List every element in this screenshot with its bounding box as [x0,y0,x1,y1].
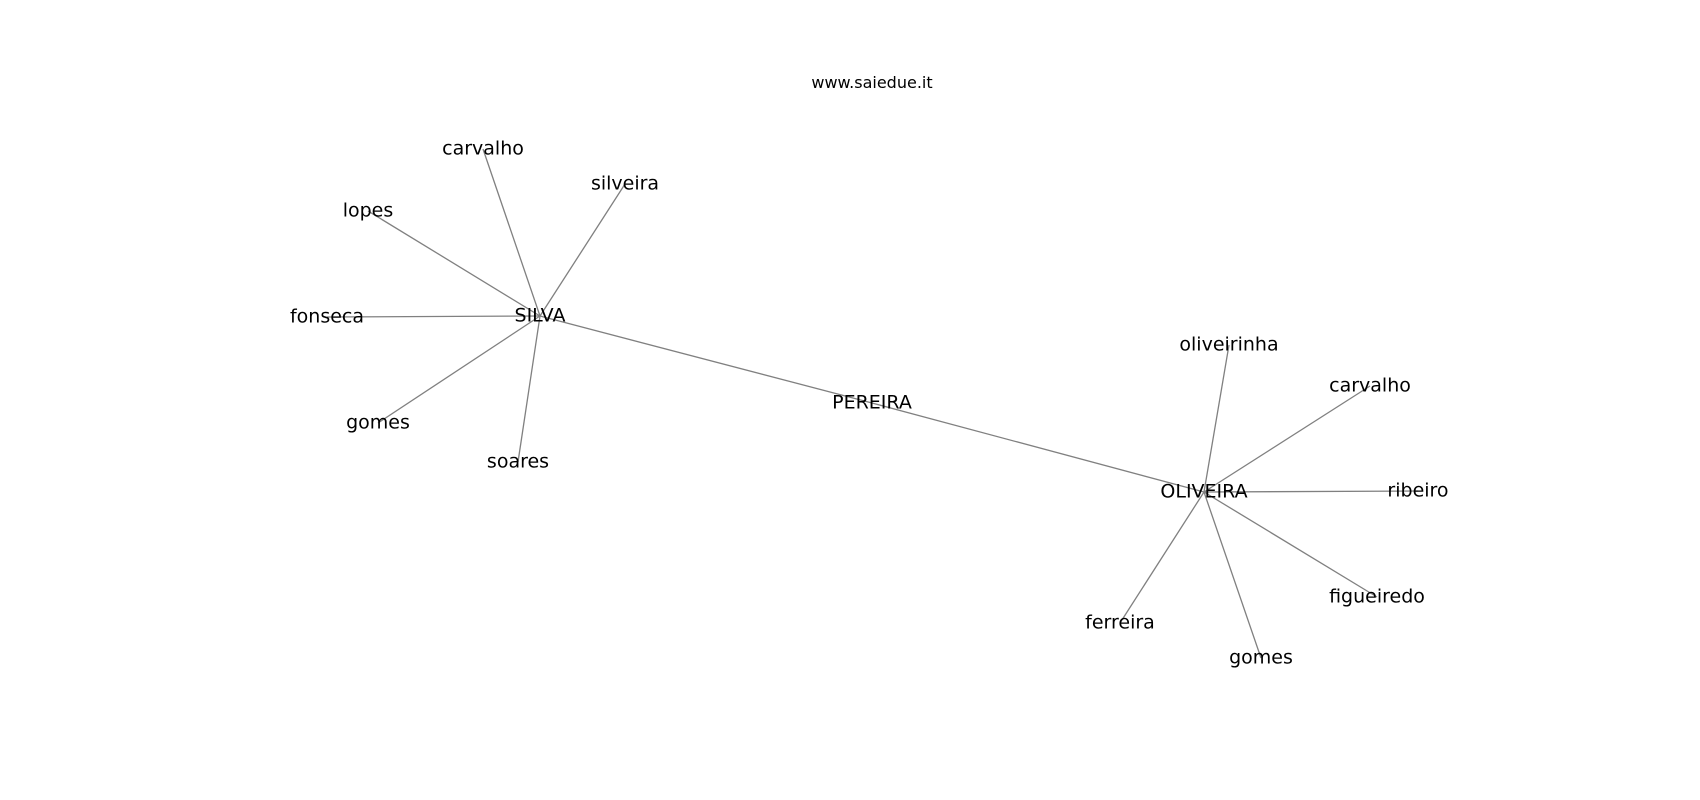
node-oliveira-gomes: gomes [1229,647,1293,669]
node-oliveira-ribeiro: ribeiro [1387,480,1448,502]
node-silva-silveira: silveira [591,173,659,195]
edge-silva-silva-silveira [539,183,626,317]
node-silva-gomes: gomes [346,412,410,434]
edge-pereira-oliveira [871,402,1205,493]
nodes-layer: PEREIRA SILVA OLIVEIRA carvalho silveira lope… [290,138,1449,669]
node-oliveira-ferreira: ferreira [1085,612,1155,634]
node-oliveira-oliveirinha: oliveirinha [1179,334,1278,356]
node-silva: SILVA [515,305,566,327]
node-oliveira: OLIVEIRA [1160,481,1247,503]
edge-oliveira-oliveira-oliveirinha [1203,344,1230,493]
node-silva-lopes: lopes [343,200,394,222]
edge-silva-silva-fonseca [326,315,541,318]
node-silva-carvalho: carvalho [442,138,524,160]
edge-silva-silva-gomes [377,315,541,424]
edge-silva-silva-lopes [367,210,541,317]
node-silva-soares: soares [487,451,549,473]
node-silva-fonseca: fonseca [290,306,364,328]
edge-oliveira-oliveira-gomes [1203,491,1262,659]
edge-silva-silva-soares [517,315,541,463]
edge-oliveira-oliveira-ribeiro [1203,490,1419,493]
edge-oliveira-oliveira-figueiredo [1203,491,1378,598]
edges-layer [326,148,1419,659]
edge-oliveira-oliveira-ferreira [1119,491,1205,624]
node-oliveira-carvalho: carvalho [1329,375,1411,397]
node-oliveira-figueiredo: figueiredo [1329,586,1425,608]
edge-silva-pereira [539,315,873,404]
edge-silva-silva-carvalho [482,148,541,317]
watermark-text: www.saiedue.it [811,73,932,92]
edge-oliveira-oliveira-carvalho [1203,385,1371,493]
node-pereira: PEREIRA [832,392,912,414]
